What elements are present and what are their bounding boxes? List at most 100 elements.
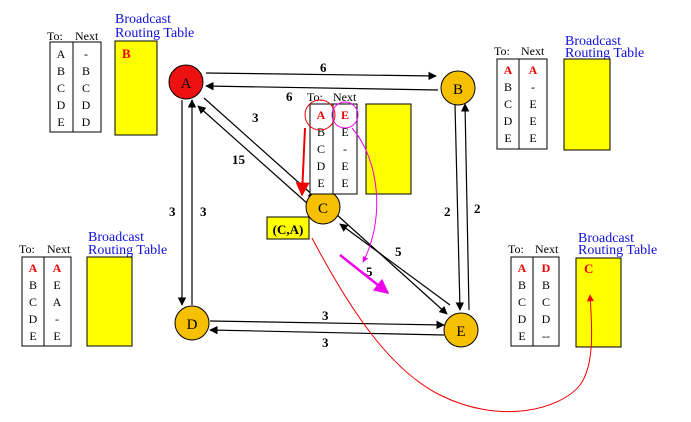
rt-e-to-0: A [518, 261, 527, 275]
broadcast-table-e: Broadcast Routing Table C [575, 231, 657, 348]
rt-d-next-0: A [53, 261, 62, 275]
rt-e-to-2: C [518, 295, 526, 309]
node-d[interactable]: D [174, 305, 210, 341]
edge-c-to-a [197, 105, 309, 205]
rt-b-next-3: E [529, 114, 536, 128]
node-d-label: D [187, 317, 198, 333]
rt-b-header-to: To: [494, 44, 510, 58]
edge-c-to-e [335, 213, 448, 315]
rt-e-next-2: C [542, 295, 550, 309]
edge-label-eb: 2 [474, 201, 481, 216]
broadcast-table-b: Broadcast Routing Table [563, 34, 644, 151]
node-a[interactable]: A [168, 64, 204, 100]
rt-d-to-0: A [29, 261, 38, 275]
rt-b-next-2: E [529, 97, 536, 111]
rt-b-next-1: - [531, 80, 535, 94]
rt-c-header-next: Next [333, 90, 357, 104]
rt-b-to-2: C [504, 97, 512, 111]
routing-table-b: To: Next A B C D E A - E E E [494, 44, 548, 150]
rt-b-to-4: E [504, 131, 511, 145]
highlight-circle-c-next [331, 101, 359, 129]
rt-c-header-to: To: [307, 90, 323, 104]
rt-e-next-3: D [542, 312, 551, 326]
red-broadcast-curve [311, 237, 594, 413]
rt-e-to-1: B [518, 278, 526, 292]
node-c-label: C [318, 201, 328, 217]
broadcast-table-c [365, 103, 412, 195]
rt-c-to-0: A [317, 108, 326, 122]
bt-a-title-2: Routing Table [115, 26, 194, 41]
bt-a-entry: B [122, 46, 131, 61]
rt-d-header-next: Next [47, 242, 71, 256]
edge-label-de: 3 [322, 308, 329, 323]
rt-a-next-2: C [82, 81, 90, 95]
node-b[interactable]: B [440, 70, 476, 106]
bt-e-title-1: Broadcast [578, 231, 634, 246]
rt-a-header-to: To: [47, 29, 63, 43]
rt-d-next-3: - [55, 312, 59, 326]
rt-c-to-4: E [317, 176, 324, 190]
edge-a-to-c [203, 97, 317, 199]
bt-e-entry: C [584, 261, 593, 276]
rt-b-to-3: D [504, 114, 513, 128]
rt-c-next-0: E [341, 108, 349, 122]
rt-a-to-2: C [57, 81, 65, 95]
rt-d-to-1: B [29, 278, 37, 292]
rt-e-to-4: E [518, 329, 525, 343]
broadcast-table-d: Broadcast Routing Table [86, 230, 167, 347]
edge-label-ac: 3 [252, 110, 259, 125]
rt-e-next-1: B [542, 278, 550, 292]
bt-a-title-1: Broadcast [115, 12, 171, 27]
edge-label-ad: 3 [169, 204, 176, 219]
rt-a-next-4: D [82, 115, 91, 129]
routing-table-a: To: Next A B C D E - B C D D [47, 29, 102, 133]
rt-a-to-3: D [57, 98, 66, 112]
broadcast-table-a: Broadcast Routing Table B [114, 12, 194, 136]
edge-label-ed: 3 [322, 335, 329, 350]
edge-label-ab: 6 [320, 60, 327, 75]
highlight-circle-c-to [304, 99, 336, 131]
bt-b-title-1: Broadcast [565, 34, 621, 49]
edge-e-to-d [209, 325, 445, 336]
rt-d-next-1: E [53, 278, 60, 292]
rt-a-next-0: - [84, 47, 88, 61]
node-e[interactable]: E [443, 312, 479, 348]
node-a-label: A [181, 76, 192, 92]
rt-c-next-4: E [341, 176, 348, 190]
edge-label-be: 2 [444, 204, 451, 219]
rt-c-next-2: - [343, 142, 347, 156]
edge-label-ec: 5 [366, 264, 373, 279]
edge-label-ce: 5 [395, 244, 402, 259]
rt-d-next-4: E [53, 329, 60, 343]
rt-a-to-1: B [57, 64, 65, 78]
node-c[interactable]: C [305, 189, 341, 225]
rt-d-to-2: C [29, 295, 37, 309]
rt-a-next-1: B [82, 64, 90, 78]
rt-c-to-3: D [317, 159, 326, 173]
edge-label-ba: 6 [286, 89, 293, 104]
bt-d-title-2: Routing Table [88, 243, 167, 258]
magenta-packet-arrow [339, 254, 390, 294]
red-lookup-arrow [295, 127, 310, 197]
rt-e-header-to: To: [508, 242, 524, 256]
magenta-next-curve [351, 127, 378, 263]
bt-d-title-1: Broadcast [88, 230, 144, 245]
edge-label-da: 3 [200, 204, 207, 219]
edge-b-to-a [205, 81, 439, 91]
rt-e-next-4: -- [542, 329, 550, 343]
packet-label-text: (C,A) [273, 222, 304, 237]
edge-label-ca: 15 [232, 152, 246, 167]
bt-b-title-2: Routing Table [565, 46, 644, 61]
rt-d-to-4: E [29, 329, 36, 343]
routing-table-d: To: Next A B C D E A E A - E [19, 242, 72, 347]
edge-a-to-b [205, 71, 437, 81]
rt-e-to-3: D [518, 312, 527, 326]
edge-e-to-b [460, 103, 470, 311]
rt-a-to-4: E [57, 115, 64, 129]
rt-c-next-1: E [341, 125, 348, 139]
rt-e-next-0: D [542, 261, 551, 275]
rt-d-header-to: To: [19, 242, 35, 256]
node-b-label: B [453, 82, 463, 98]
rt-b-to-0: A [504, 63, 513, 77]
